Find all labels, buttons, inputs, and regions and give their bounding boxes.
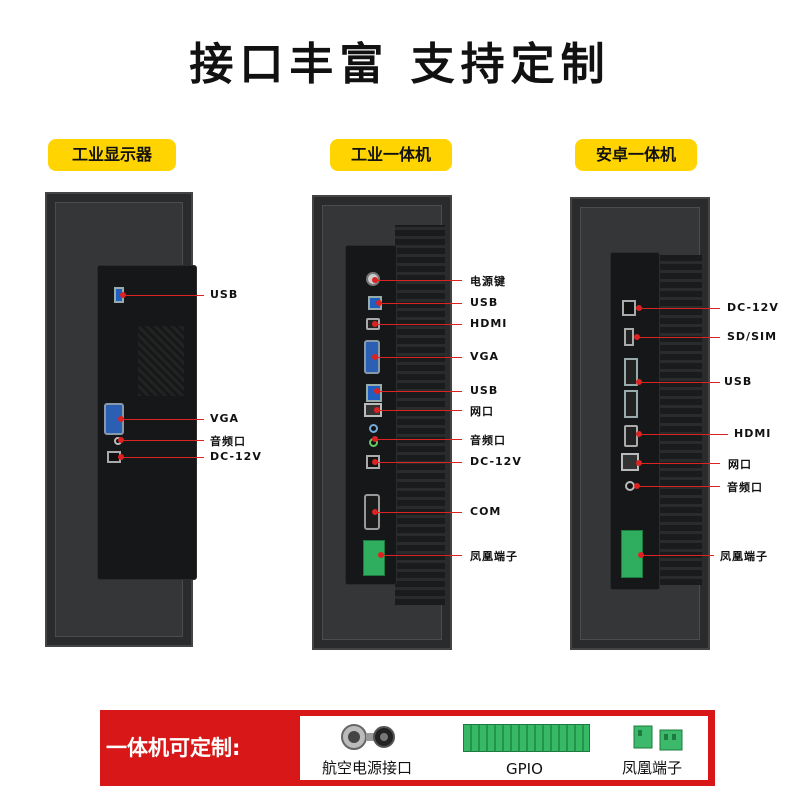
customization-options: 航空电源接口 GPIO 凤凰端子 — [300, 716, 708, 780]
industrial-label-ethernet: 网口 — [470, 405, 494, 418]
aviation-connector-icon — [340, 720, 398, 754]
category-android-pc: 安卓一体机 — [575, 139, 697, 171]
category-industrial-pc: 工业一体机 — [330, 139, 452, 171]
android-usb-port-1 — [624, 358, 638, 386]
android-label-usb: USB — [724, 375, 753, 388]
industrial-audio-jack-1 — [369, 424, 378, 433]
industrial-label-phoenix: 凤凰端子 — [470, 550, 518, 563]
android-usb-port-2 — [624, 390, 638, 418]
industrial-label-usb-2: USB — [470, 384, 499, 397]
category-monitor: 工业显示器 — [48, 139, 176, 171]
industrial-label-hdmi: HDMI — [470, 317, 508, 330]
gpio-terminal-icon — [463, 724, 590, 752]
monitor-label-audio: 音频口 — [210, 435, 246, 448]
customization-heading: 一体机可定制: — [106, 736, 241, 760]
page-title: 接口丰富 支持定制 — [189, 39, 611, 90]
phoenix-terminal-icon — [630, 722, 690, 754]
android-label-ethernet: 网口 — [728, 458, 752, 471]
android-label-dc: DC-12V — [727, 301, 779, 314]
android-sd-sim-slot — [624, 328, 634, 346]
industrial-label-com: COM — [470, 505, 502, 518]
industrial-label-dc: DC-12V — [470, 455, 522, 468]
industrial-heatsink — [395, 225, 445, 605]
android-label-phoenix: 凤凰端子 — [720, 550, 768, 563]
industrial-label-power: 电源键 — [470, 275, 506, 288]
custom-item-aviation: 航空电源接口 — [322, 759, 413, 777]
android-label-sdsim: SD/SIM — [727, 330, 778, 343]
monitor-label-vga: VGA — [210, 412, 240, 425]
monitor-label-usb: USB — [210, 288, 239, 301]
customization-banner: 一体机可定制: 航空电源接口 GPIO 凤凰端子 — [100, 710, 715, 786]
android-label-audio: 音频口 — [727, 481, 763, 494]
industrial-label-usb-1: USB — [470, 296, 499, 309]
industrial-label-audio: 音频口 — [470, 434, 506, 447]
custom-item-gpio: GPIO — [506, 760, 543, 778]
custom-item-phoenix: 凤凰端子 — [622, 759, 683, 777]
industrial-phoenix-terminal — [363, 540, 385, 576]
android-dc-jack — [622, 300, 636, 316]
android-label-hdmi: HDMI — [734, 427, 772, 440]
industrial-label-vga: VGA — [470, 350, 500, 363]
monitor-label-dc: DC-12V — [210, 450, 262, 463]
